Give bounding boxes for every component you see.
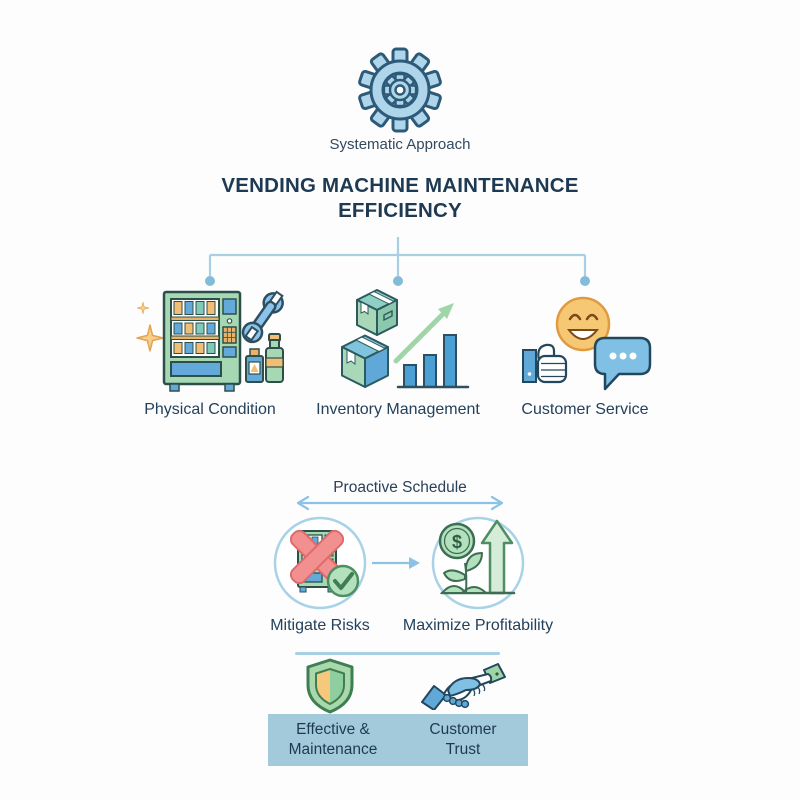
footer-banner: Effective & Maintenance Customer Trust: [268, 714, 528, 766]
shield-icon: [306, 658, 354, 714]
page-title-line1: VENDING MACHINE MAINTENANCE: [221, 174, 579, 197]
dollar-plant-growth-icon: $: [438, 519, 516, 595]
flow-arrow-icon: [372, 557, 420, 569]
check-icon: [326, 564, 360, 598]
vending-machine-icon: [136, 290, 284, 392]
gear-icon: [358, 47, 442, 133]
banner-item-line2: Trust: [445, 741, 481, 758]
red-x-icon: [289, 529, 345, 585]
branch-label-physical-condition: Physical Condition: [144, 401, 276, 418]
branch-label-customer-service: Customer Service: [521, 401, 649, 418]
inventory-boxes-chart-icon: [341, 289, 470, 389]
outcome-label-maximize-profitability: Maximize Profitability: [402, 617, 554, 634]
branch-label-inventory-management: Inventory Management: [316, 401, 480, 418]
smiley-thumbsup-chat-icon: [522, 296, 652, 391]
dollar-coin-icon: $: [438, 522, 476, 560]
smiley-icon: [555, 296, 611, 352]
proactive-schedule-label: Proactive Schedule: [333, 479, 467, 496]
dollar-symbol: $: [452, 532, 462, 552]
bar-chart-icon: [396, 334, 470, 389]
footer-divider: [295, 652, 500, 655]
page-title-line2: EFFICIENCY: [338, 199, 462, 222]
chat-bubble-icon: [593, 336, 652, 391]
sparkle-icon: [136, 301, 164, 352]
cleaning-bottles-icon: [245, 333, 284, 383]
outcome-label-mitigate-risks: Mitigate Risks: [270, 617, 370, 634]
double-arrow: [296, 495, 504, 511]
outcome-circles: $: [273, 516, 525, 610]
banner-item-effective-maintenance: Effective & Maintenance: [268, 720, 398, 760]
branch-connector-lines: [205, 237, 590, 286]
banner-item-customer-trust: Customer Trust: [398, 720, 528, 760]
thumbs-up-icon: [522, 343, 568, 384]
banner-item-line1: Effective &: [296, 721, 370, 739]
crossed-vending-machine-check-icon: [289, 529, 360, 598]
wrench-icon: [241, 290, 284, 344]
handshake-icon: [421, 663, 506, 710]
page-title: VENDING MACHINE MAINTENANCE EFFICIENCY: [0, 173, 800, 223]
growth-arrow-icon: [393, 303, 454, 364]
systematic-approach-caption: Systematic Approach: [329, 136, 471, 153]
banner-item-line1: Customer: [429, 721, 497, 739]
banner-item-line2: Maintenance: [288, 741, 378, 758]
